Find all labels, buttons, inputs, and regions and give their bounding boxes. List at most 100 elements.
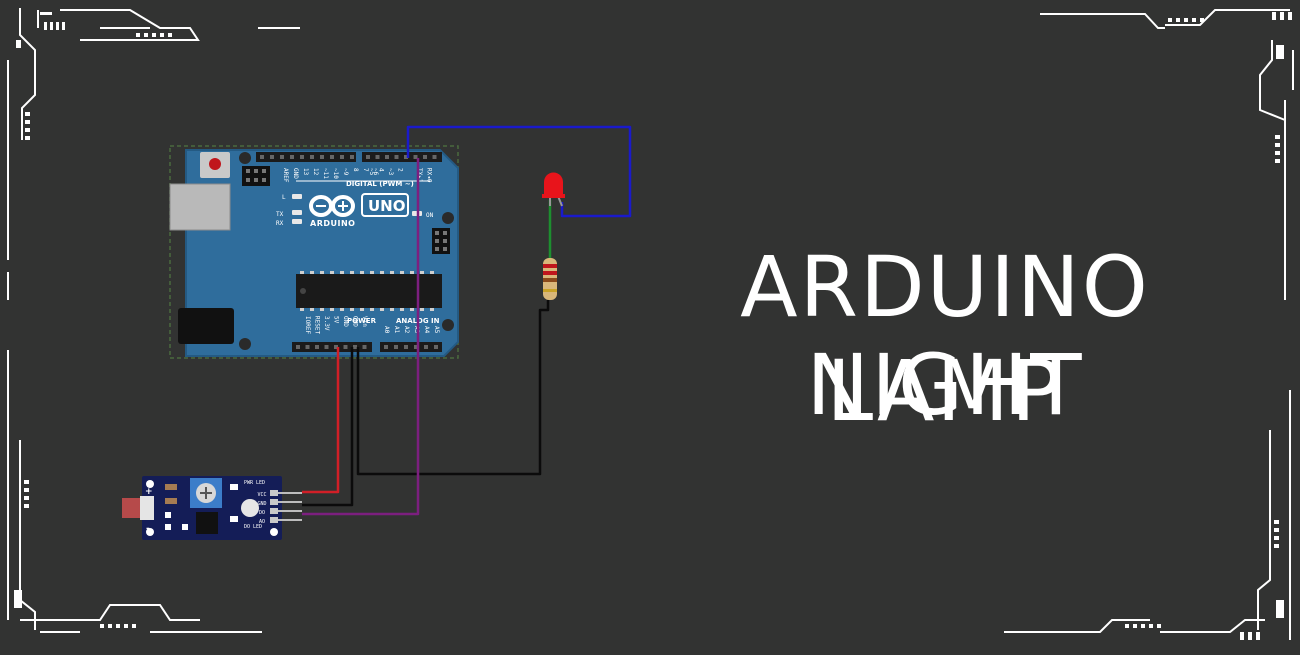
arduino-logo-text: ARDUINO xyxy=(310,219,355,228)
usb-connector xyxy=(169,183,231,231)
sensor-pin-label: AO xyxy=(259,519,265,525)
uno-badge-text: UNO xyxy=(368,197,406,215)
led-body xyxy=(544,172,563,196)
power-pin-label: Vin xyxy=(361,316,368,327)
sensor-pin-label: GND xyxy=(257,501,266,507)
digital-pin-label: ~9 xyxy=(342,168,349,176)
ldr-sensor-module: + - PWR LED DO LED VCC GND DO AO xyxy=(122,476,302,540)
digital-pin-label: TX▸1 xyxy=(416,168,423,183)
digital-pin-label: ~10 xyxy=(332,168,339,179)
tx-led xyxy=(292,210,302,215)
analog-pin-label: A2 xyxy=(403,326,410,334)
sensor-pin-label: VCC xyxy=(257,492,266,498)
analog-pin-label: A4 xyxy=(423,326,430,334)
resistor-band-3 xyxy=(543,278,557,282)
resistor-band-1 xyxy=(543,264,557,268)
svg-text:-: - xyxy=(146,524,150,534)
analog-pin-label: A3 xyxy=(413,326,420,334)
digital-header-right xyxy=(362,152,442,162)
sensor-pin[interactable] xyxy=(270,499,278,505)
power-jack xyxy=(178,308,234,344)
photoresistor xyxy=(122,498,140,518)
icsp-header-right xyxy=(432,228,450,254)
digital-pin-label: 4 xyxy=(378,168,385,172)
comparator-chip xyxy=(196,512,218,534)
sensor-pin-labels: VCC GND DO AO xyxy=(257,492,266,525)
decorative-circuit-frame xyxy=(7,8,1294,640)
digital-pin-label: ~5 xyxy=(368,168,375,176)
sensor-pin-label: DO xyxy=(259,510,265,516)
mounting-hole xyxy=(442,212,454,224)
digital-pin-label: 7 xyxy=(362,168,369,172)
resistor-band-4 xyxy=(543,289,557,292)
digital-pin-label: ~3 xyxy=(387,168,394,176)
wire-pin3-to-led[interactable] xyxy=(406,125,632,218)
wire-gnd-to-sensor-gnd[interactable] xyxy=(302,347,354,507)
on-led-label: ON xyxy=(426,212,434,219)
power-label: POWER xyxy=(347,317,377,325)
sensor-pin[interactable] xyxy=(270,490,278,496)
do-led-label: DO LED xyxy=(244,524,262,530)
digital-pin-label: 8 xyxy=(352,168,359,172)
digital-pin-label: ~11 xyxy=(322,168,329,179)
red-led[interactable] xyxy=(542,172,565,207)
wire-gnd-to-resistor[interactable] xyxy=(356,300,550,476)
digital-pin-label: ~6 xyxy=(372,168,379,176)
power-pin-label: RESET xyxy=(314,316,321,334)
atmega-chip xyxy=(296,274,442,308)
title-line-2: LAMP xyxy=(826,342,1064,440)
sensor-pin-lead xyxy=(278,519,302,521)
analog-pin-label: A1 xyxy=(393,326,400,334)
power-pin-label: GND xyxy=(342,316,349,327)
digital-pin-label: 2 xyxy=(397,168,404,172)
analog-pin-label: A0 xyxy=(383,326,390,334)
tx-led-label: TX xyxy=(276,211,284,218)
rx-led xyxy=(292,219,302,224)
sensor-pin[interactable] xyxy=(270,517,278,523)
arduino-logo xyxy=(309,195,355,217)
l-led xyxy=(292,194,302,199)
power-pin-label: 5V xyxy=(333,316,340,324)
title-line-1: ARDUINO NIGHT xyxy=(740,238,1150,434)
sensor-pin-lead xyxy=(278,492,302,494)
power-header xyxy=(292,342,372,352)
resistor-band-2 xyxy=(543,271,557,275)
sensor-pin-lead xyxy=(278,510,302,512)
digital-pin-label: 13 xyxy=(302,168,309,176)
analog-pin-label: A5 xyxy=(433,326,440,334)
digital-pin-label: GND xyxy=(292,168,299,179)
sensor-pin-lead xyxy=(278,501,302,503)
sensor-pin-header xyxy=(270,490,302,523)
digital-header-left xyxy=(256,152,356,162)
power-pin-label: 3.3V xyxy=(323,316,330,331)
sensor-pin[interactable] xyxy=(270,508,278,514)
wire-5v-to-vcc[interactable] xyxy=(302,347,340,494)
rx-led-label: RX xyxy=(276,220,284,227)
l-led-label: L xyxy=(282,194,286,201)
reset-button-cap xyxy=(209,158,221,170)
wires xyxy=(302,125,632,516)
power-pin-label: GND xyxy=(352,316,359,327)
resistor[interactable] xyxy=(543,258,557,300)
ldr-socket xyxy=(140,496,154,520)
svg-text:+: + xyxy=(145,487,153,497)
mounting-hole xyxy=(442,319,454,331)
digital-pin-label: AREF xyxy=(282,168,289,183)
digital-pin-label: RX◂0 xyxy=(426,168,433,183)
pwr-led-label: PWR LED xyxy=(244,480,265,486)
mounting-hole xyxy=(239,338,251,350)
decorative-dots xyxy=(14,12,1292,640)
power-pin-label: IOREF xyxy=(304,316,311,334)
indicator-led xyxy=(241,499,259,517)
analog-header xyxy=(380,342,442,352)
wire-pin2-to-sensor-do[interactable] xyxy=(302,158,420,516)
digital-pwm-label: DIGITAL (PWM ~) xyxy=(346,180,414,188)
led-rim xyxy=(542,194,565,198)
uno-badge xyxy=(361,193,409,217)
